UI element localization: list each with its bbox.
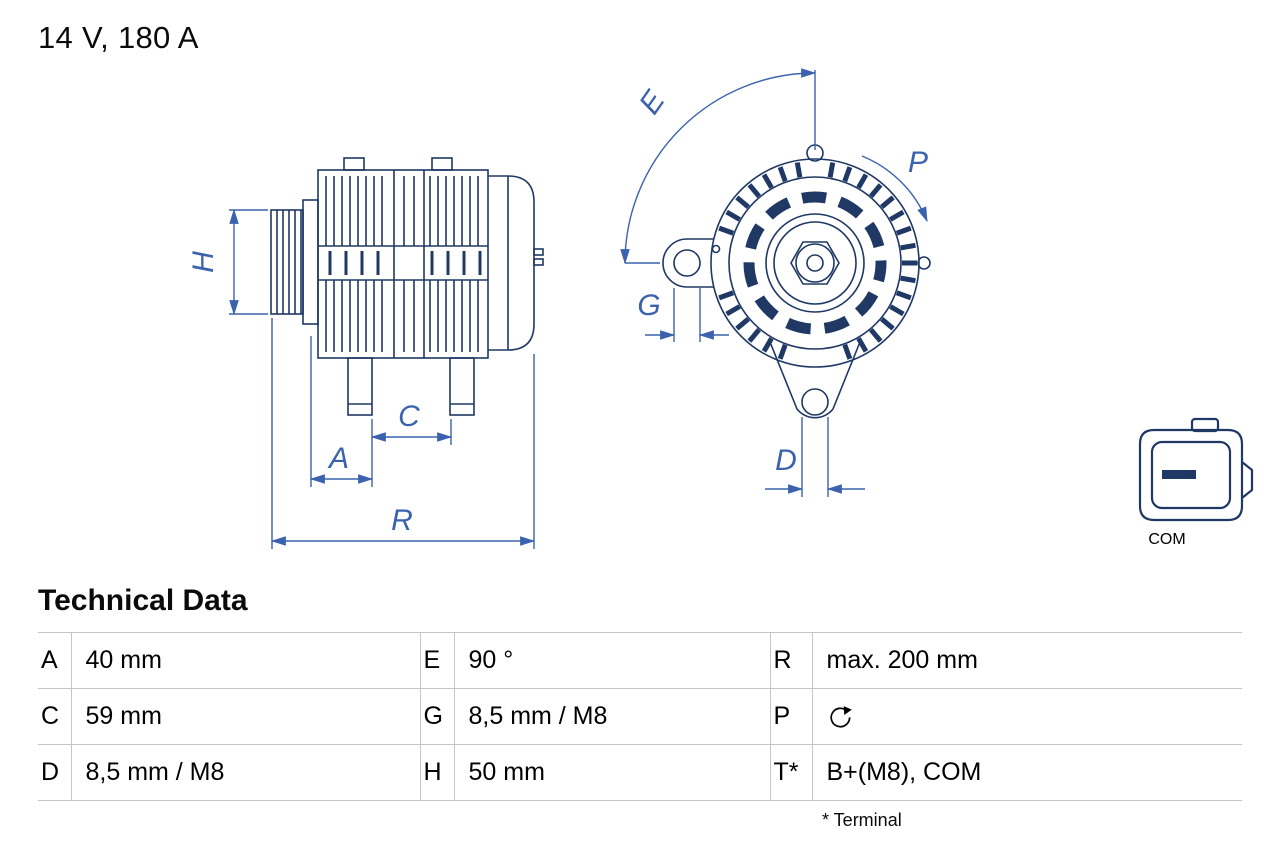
spec-value: B+(M8), COM [812, 744, 1242, 801]
table-row: D 8,5 mm / M8 H 50 mm T* B+(M8), COM [38, 744, 1242, 801]
dimension-label-g: G [637, 289, 660, 322]
connector-label: COM [1148, 531, 1185, 548]
front-view-dimensions [620, 68, 928, 497]
dimension-label-r: R [391, 504, 413, 537]
table-row: C 59 mm G 8,5 mm / M8 P [38, 688, 1242, 745]
spec-key: G [419, 688, 455, 745]
spec-key: D [38, 744, 72, 801]
com-connector-icon [1138, 417, 1254, 522]
spec-value: 50 mm [454, 744, 770, 801]
table-row: A 40 mm E 90 ° R max. 200 mm [38, 632, 1242, 689]
side-view [270, 157, 544, 416]
spec-key: P [769, 688, 813, 745]
spec-value: max. 200 mm [812, 632, 1242, 689]
spec-key: E [419, 632, 455, 689]
dimension-label-p: P [908, 146, 928, 179]
dimension-label-e: E [633, 84, 672, 120]
spec-key: H [419, 744, 455, 801]
technical-data-heading: Technical Data [38, 584, 248, 617]
spec-key: A [38, 632, 72, 689]
spec-value: 8,5 mm / M8 [71, 744, 420, 801]
terminal-footnote: * Terminal [822, 810, 902, 830]
rotation-direction-ccw-icon [827, 702, 854, 730]
spec-key: R [769, 632, 813, 689]
technical-data-section: Technical Data A 40 mm E 90 ° R max. 200… [38, 586, 1242, 831]
front-view [662, 144, 931, 419]
dimension-label-c: C [398, 400, 420, 433]
spec-value: 8,5 mm / M8 [454, 688, 770, 745]
spec-value: 90 ° [454, 632, 770, 689]
product-spec-title: 14 V, 180 A [38, 20, 199, 55]
spec-key: C [38, 688, 72, 745]
spec-value [812, 688, 1242, 745]
spec-key: T* [769, 744, 813, 801]
alternator-technical-drawing: H A C R [187, 68, 1254, 549]
dimension-label-h: H [187, 251, 220, 273]
technical-data-table: A 40 mm E 90 ° R max. 200 mm C 59 mm G 8… [38, 632, 1242, 801]
dimension-label-d: D [775, 444, 797, 477]
side-view-dimensions [229, 208, 536, 549]
spec-value: 40 mm [71, 632, 420, 689]
spec-value: 59 mm [71, 688, 420, 745]
dimension-label-a: A [327, 442, 349, 475]
